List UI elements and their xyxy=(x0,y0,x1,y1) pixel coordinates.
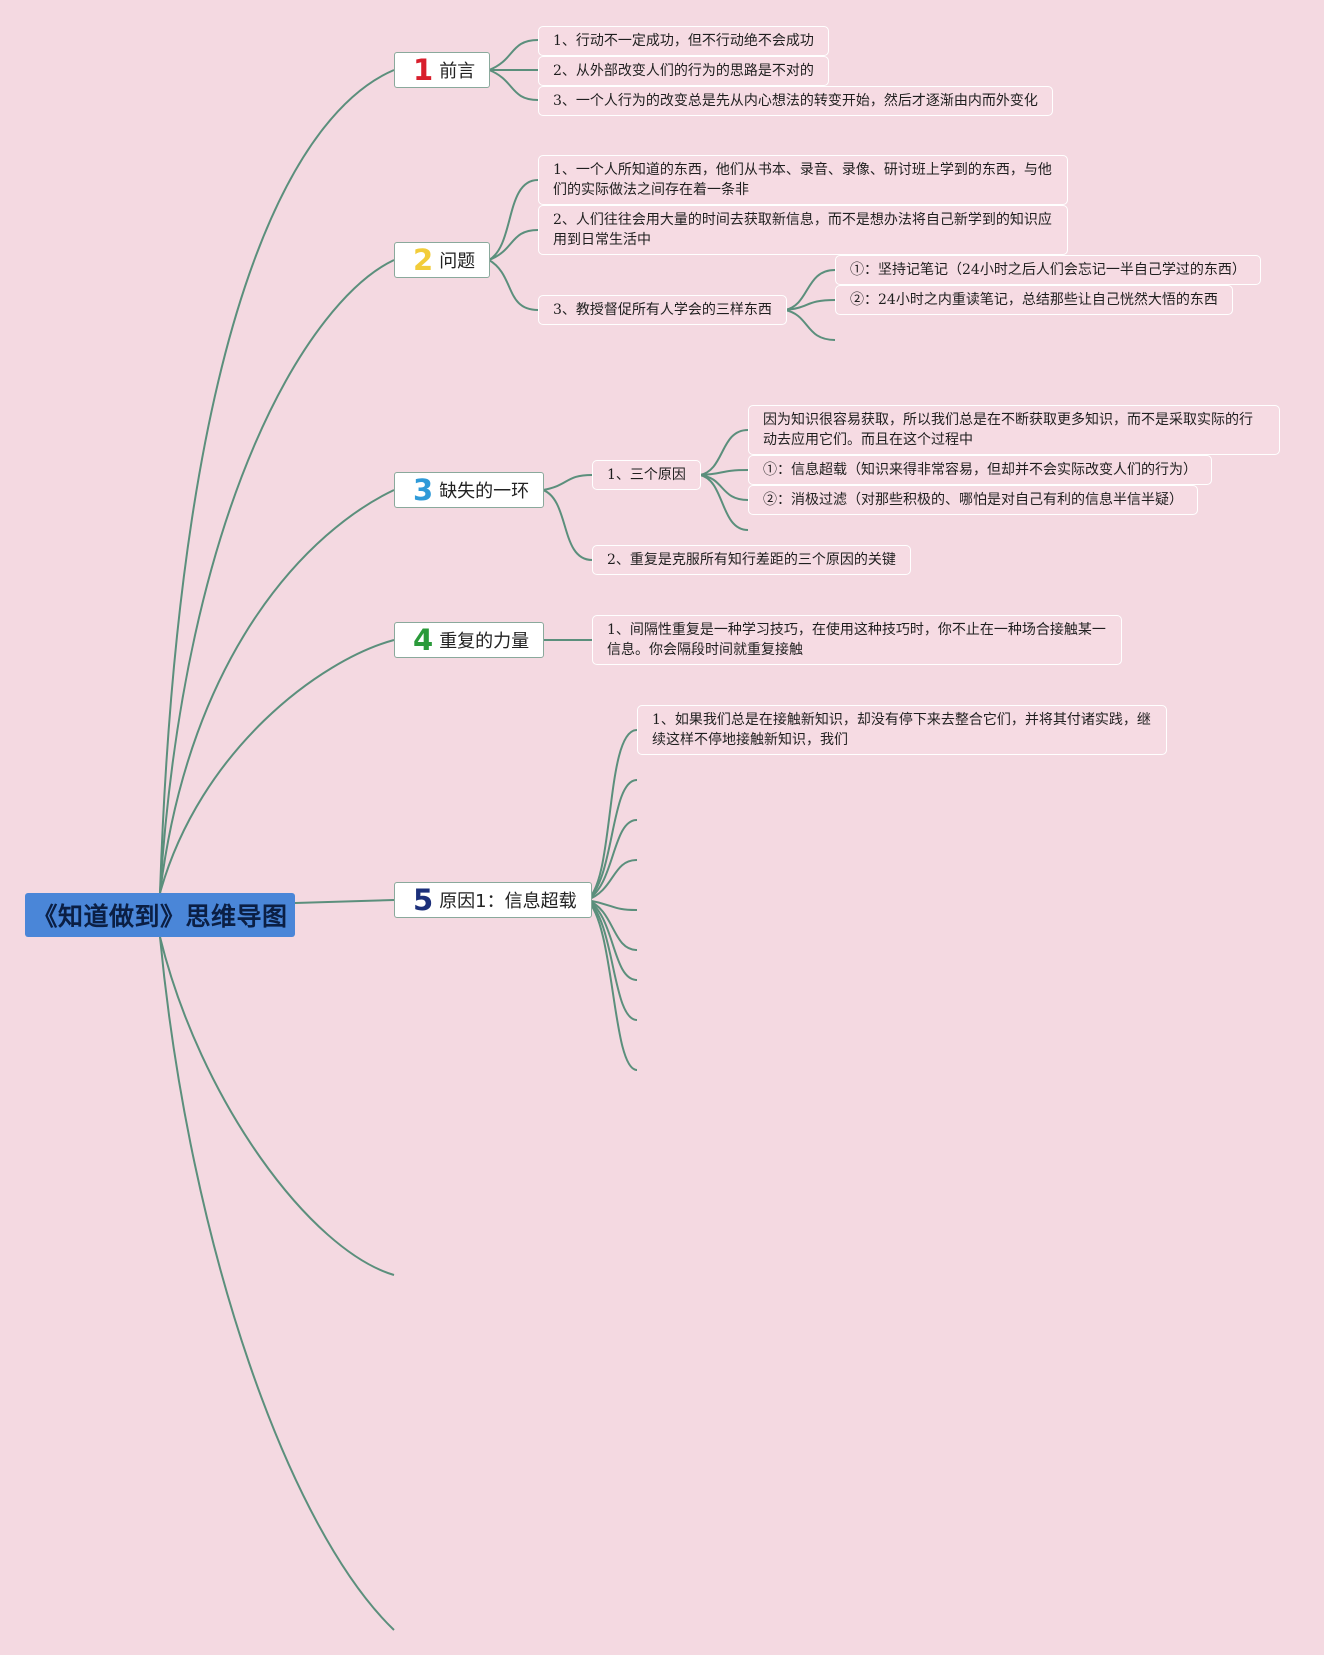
leaf-2-3[interactable]: 3、教授督促所有人学会的三样东西 xyxy=(538,295,787,325)
leaf-text: 3、教授督促所有人学会的三样东西 xyxy=(553,302,772,318)
link-t2-l2 xyxy=(488,229,539,261)
leaf-text: 1、如果我们总是在接触新知识，却没有停下来去整合它们，并将其付诸实践，继续这样不… xyxy=(652,712,1151,748)
leaf-text: ②：消极过滤（对那些积极的、哪怕是对自己有利的信息半信半疑） xyxy=(763,492,1183,508)
link-t1-l1 xyxy=(488,39,539,71)
leaf-text: 2、从外部改变人们的行为的思路是不对的 xyxy=(553,63,814,79)
topic-2[interactable]: 2 问题 xyxy=(394,242,491,278)
link-t3-s1 xyxy=(699,429,749,476)
topic-number: 4 xyxy=(413,622,434,657)
link-t2-l3 xyxy=(488,259,539,311)
leaf-2-3-2[interactable]: ②：24小时之内重读笔记，总结那些让自己恍然大悟的东西 xyxy=(835,285,1233,315)
leaf-1-3[interactable]: 3、一个人行为的改变总是先从内心想法的转变开始，然后才逐渐由内而外变化 xyxy=(538,86,1053,116)
link-root-empty2 xyxy=(159,936,395,1631)
link-root-topic5 xyxy=(294,899,395,904)
leaf-4-1[interactable]: 1、间隔性重复是一种学习技巧，在使用这种技巧时，你不止在一种场合接触某一信息。你… xyxy=(592,615,1122,665)
link-t2-s2 xyxy=(784,299,836,311)
leaf-text: ①：坚持记笔记（24小时之后人们会忘记一半自己学过的东西） xyxy=(850,262,1246,278)
topic-number: 2 xyxy=(413,242,434,277)
leaf-3-1[interactable]: 1、三个原因 xyxy=(592,460,701,490)
leaf-3-1-1[interactable]: 因为知识很容易获取，所以我们总是在不断获取更多知识，而不是采取实际的行动去应用它… xyxy=(748,405,1280,455)
topic-5[interactable]: 5 原因1：信息超载 xyxy=(394,882,592,918)
link-t5-b5 xyxy=(586,899,638,911)
leaf-5-1[interactable]: 1、如果我们总是在接触新知识，却没有停下来去整合它们，并将其付诸实践，继续这样不… xyxy=(637,705,1167,755)
leaf-text: 3、一个人行为的改变总是先从内心想法的转变开始，然后才逐渐由内而外变化 xyxy=(553,93,1038,109)
leaf-text: ②：24小时之内重读笔记，总结那些让自己恍然大悟的东西 xyxy=(850,292,1218,308)
leaf-text: 2、人们往往会用大量的时间去获取新信息，而不是想办法将自己新学到的知识应用到日常… xyxy=(553,212,1052,248)
link-root-topic3 xyxy=(159,489,395,894)
link-t5-b9 xyxy=(586,899,638,1071)
link-t2-l1 xyxy=(488,179,539,261)
leaf-3-1-2[interactable]: ①：信息超载（知识来得非常容易，但却并不会实际改变人们的行为） xyxy=(748,455,1212,485)
link-t2-s3 xyxy=(784,309,836,341)
link-root-topic1 xyxy=(159,69,395,894)
leaf-text: ①：信息超载（知识来得非常容易，但却并不会实际改变人们的行为） xyxy=(763,462,1197,478)
link-t5-b4 xyxy=(586,859,638,901)
leaf-text: 1、一个人所知道的东西，他们从书本、录音、录像、研讨班上学到的东西，与他们的实际… xyxy=(553,162,1052,198)
leaf-text: 1、三个原因 xyxy=(607,467,686,483)
root-topic[interactable]: 《知道做到》思维导图 xyxy=(25,893,295,937)
link-t2-s1 xyxy=(784,269,836,311)
link-root-topic4 xyxy=(159,639,395,894)
topic-number: 5 xyxy=(413,882,434,917)
leaf-1-1[interactable]: 1、行动不一定成功，但不行动绝不会成功 xyxy=(538,26,829,56)
link-t3-s2 xyxy=(699,469,749,476)
leaf-2-1[interactable]: 1、一个人所知道的东西，他们从书本、录音、录像、研讨班上学到的东西，与他们的实际… xyxy=(538,155,1068,205)
topic-label: 问题 xyxy=(439,251,476,272)
link-t5-b3 xyxy=(586,819,638,901)
topic-label: 前言 xyxy=(439,61,476,82)
link-root-topic2 xyxy=(159,259,395,894)
leaf-text: 1、间隔性重复是一种学习技巧，在使用这种技巧时，你不止在一种场合接触某一信息。你… xyxy=(607,622,1106,658)
topic-3[interactable]: 3 缺失的一环 xyxy=(394,472,545,508)
topic-label: 原因1：信息超载 xyxy=(439,891,577,912)
topic-4[interactable]: 4 重复的力量 xyxy=(394,622,545,658)
link-t5-b8 xyxy=(586,899,638,1021)
link-root-empty1 xyxy=(159,936,395,1276)
leaf-3-2[interactable]: 2、重复是克服所有知行差距的三个原因的关键 xyxy=(592,545,911,575)
leaf-text: 因为知识很容易获取，所以我们总是在不断获取更多知识，而不是采取实际的行动去应用它… xyxy=(763,412,1253,448)
topic-label: 重复的力量 xyxy=(439,631,530,652)
link-t5-b7 xyxy=(586,899,638,981)
topic-1[interactable]: 1 前言 xyxy=(394,52,491,88)
leaf-2-3-1[interactable]: ①：坚持记笔记（24小时之后人们会忘记一半自己学过的东西） xyxy=(835,255,1261,285)
link-t3-s4 xyxy=(699,474,749,531)
link-t1-l3 xyxy=(488,69,539,101)
link-t5-l1 xyxy=(586,729,638,901)
topic-label: 缺失的一环 xyxy=(439,481,530,502)
link-t3-l1 xyxy=(542,474,593,491)
topic-number: 1 xyxy=(413,52,434,87)
link-t3-l2 xyxy=(542,489,593,561)
leaf-text: 1、行动不一定成功，但不行动绝不会成功 xyxy=(553,33,814,49)
leaf-1-2[interactable]: 2、从外部改变人们的行为的思路是不对的 xyxy=(538,56,829,86)
leaf-3-1-3[interactable]: ②：消极过滤（对那些积极的、哪怕是对自己有利的信息半信半疑） xyxy=(748,485,1198,515)
link-t5-b2 xyxy=(586,779,638,901)
link-t5-b6 xyxy=(586,899,638,951)
topic-number: 3 xyxy=(413,472,434,507)
leaf-2-2[interactable]: 2、人们往往会用大量的时间去获取新信息，而不是想办法将自己新学到的知识应用到日常… xyxy=(538,205,1068,255)
leaf-text: 2、重复是克服所有知行差距的三个原因的关键 xyxy=(607,552,896,568)
